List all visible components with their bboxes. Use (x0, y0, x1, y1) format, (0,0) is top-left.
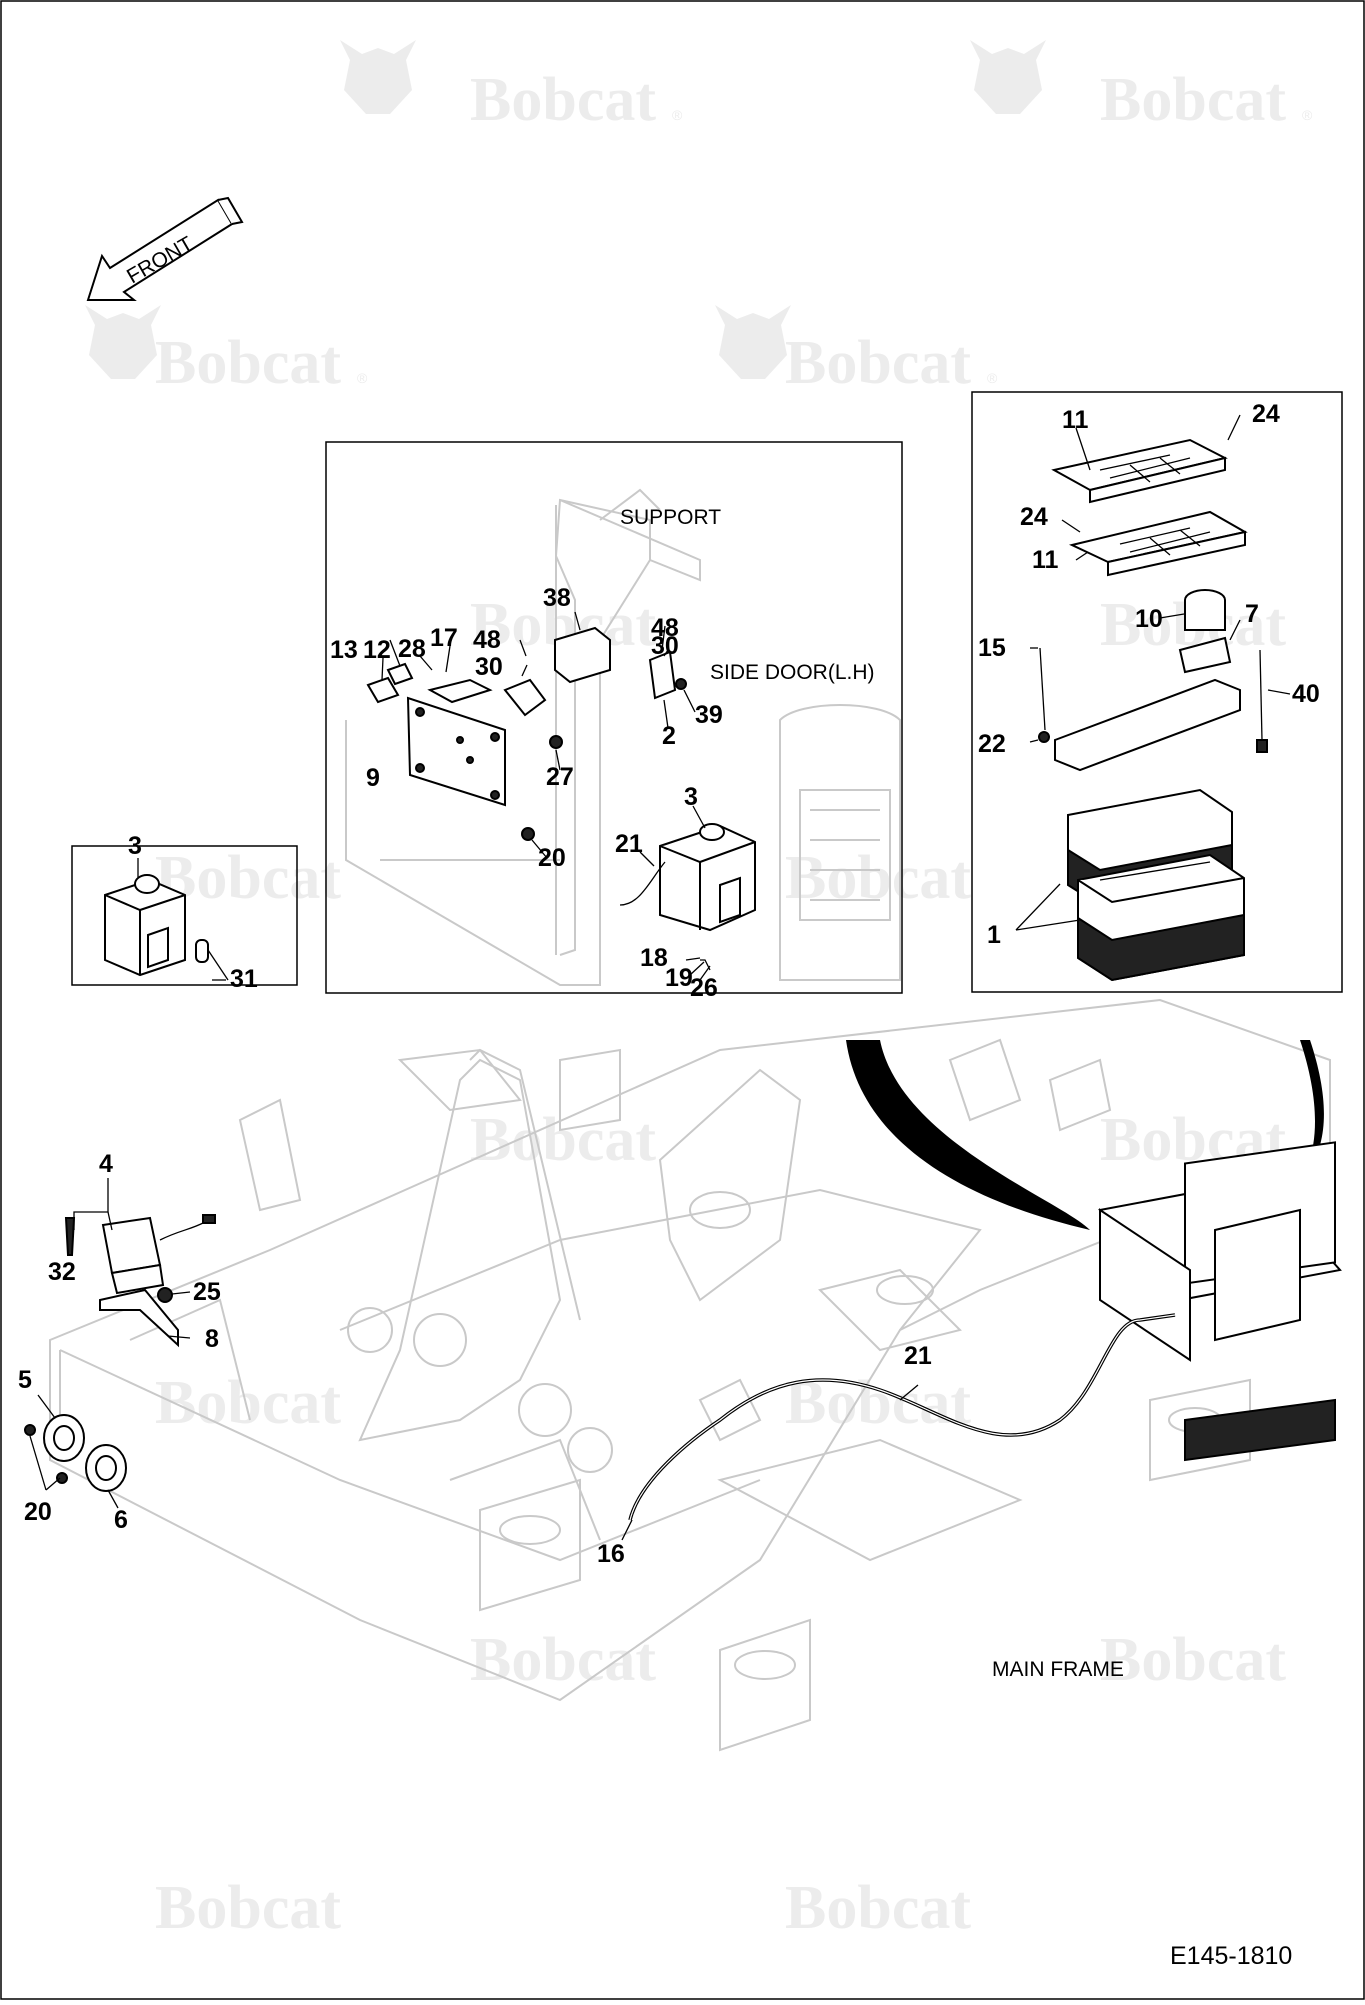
watermark-11: Bobcat (155, 1369, 341, 1437)
callout-4: 4 (99, 1150, 113, 1178)
watermark-reg: ® (357, 370, 368, 386)
callout-1: 1 (987, 921, 1001, 949)
watermark-text: Bobcat (785, 1874, 971, 1942)
mounted-battery-assembly (1098, 1141, 1342, 1462)
support-label: SUPPORT (620, 506, 721, 529)
watermark-8: Bobcat (785, 844, 971, 912)
side-door-label: SIDE DOOR(L.H) (710, 661, 875, 684)
callout-layer: 11 24 24 11 10 7 15 40 22 1 38 48 30 12 … (18, 400, 1320, 1568)
callout-18: 18 (640, 944, 668, 972)
callout-28: 28 (398, 635, 426, 663)
watermark-text: Bobcat (785, 329, 971, 397)
relay-30 (503, 678, 547, 717)
watermark-text: Bobcat (1100, 66, 1286, 134)
watermark-text: Bobcat (785, 844, 971, 912)
detail-box-washer-tank (71, 845, 298, 986)
watermark-reg: ® (1302, 107, 1313, 123)
callout-22: 22 (978, 730, 1006, 758)
watermark-layer: Bobcat ® Bobcat ® Bobcat ® Bobcat ® Bobc… (85, 40, 1313, 1942)
horn-assembly (24, 1414, 127, 1492)
callout-15: 15 (978, 634, 1006, 662)
callout-6: 6 (114, 1506, 128, 1534)
callout-2: 2 (662, 722, 676, 750)
callout-39: 39 (695, 701, 723, 729)
watermark-16: Bobcat (785, 1874, 971, 1942)
main-frame-leaders (29, 1178, 919, 1541)
callout-10: 10 (1135, 605, 1163, 633)
watermark-13: Bobcat (470, 1626, 656, 1694)
relay-plate-9 (406, 696, 506, 807)
watermark-7: Bobcat (155, 844, 341, 912)
callout-19: 19 (665, 964, 693, 992)
callout-16: 16 (597, 1540, 625, 1568)
watermark-15: Bobcat (155, 1874, 341, 1942)
watermark-text: Bobcat (470, 1626, 656, 1694)
watermark-reg: ® (672, 107, 683, 123)
callout-17: 17 (430, 624, 458, 652)
main-frame-outline (49, 998, 1331, 1752)
callout-38: 38 (543, 584, 571, 612)
bulb-32 (64, 1217, 76, 1256)
callout-20a: 20 (538, 844, 566, 872)
callout-30b: 30 (651, 632, 679, 660)
callout-24a: 24 (1252, 400, 1280, 428)
callout-48a: 48 (473, 626, 501, 654)
watermark-9: Bobcat (470, 1106, 656, 1174)
watermark-text: Bobcat (155, 1874, 341, 1942)
callout-40: 40 (1292, 680, 1320, 708)
callout-24b: 24 (1020, 503, 1048, 531)
watermark-text: Bobcat (155, 1369, 341, 1437)
callout-31: 31 (230, 965, 258, 993)
watermark-4: Bobcat ® (715, 305, 998, 397)
detail-box-battery-relay (325, 441, 903, 994)
relay-2 (648, 650, 677, 700)
callout-12: 12 (363, 636, 391, 664)
callout-25: 25 (193, 1278, 221, 1306)
detail-box-battery (971, 391, 1343, 993)
callout-3b: 3 (684, 783, 698, 811)
callout-9: 9 (366, 764, 380, 792)
callout-11a: 11 (1062, 406, 1089, 434)
watermark-14: Bobcat (1100, 1626, 1286, 1694)
lamp-bracket-8 (99, 1288, 179, 1348)
watermark-2: Bobcat ® (970, 40, 1313, 134)
watermark-text: Bobcat (470, 66, 656, 134)
callout-27: 27 (546, 763, 574, 791)
cover-38 (554, 626, 611, 684)
callout-5: 5 (18, 1366, 32, 1394)
relay-12 (386, 662, 414, 686)
drawing-code: E145-1810 (1170, 1942, 1292, 1970)
callout-11b: 11 (1032, 546, 1059, 574)
callout-30a: 30 (475, 653, 503, 681)
callout-48b: 48 (651, 614, 679, 642)
watermark-text: Bobcat (470, 1106, 656, 1174)
callout-3a: 3 (128, 832, 142, 860)
watermark-1: Bobcat ® (340, 40, 683, 134)
callout-26: 26 (690, 974, 718, 1002)
harness-21-frame-inner (629, 1314, 1176, 1521)
callout-13: 13 (330, 636, 358, 664)
callout-7: 7 (1245, 600, 1259, 628)
watermark-3: Bobcat ® (85, 305, 368, 397)
watermark-text: Bobcat (155, 844, 341, 912)
callout-8: 8 (205, 1325, 219, 1353)
battery-bracket-7 (1054, 678, 1241, 772)
watermark-text: Bobcat (155, 329, 341, 397)
callout-32: 32 (48, 1258, 76, 1286)
relay-13 (366, 676, 400, 704)
detail-swoosh-arc (846, 1040, 1090, 1230)
watermark-reg: ® (987, 370, 998, 386)
main-frame-label: MAIN FRAME (992, 1658, 1124, 1681)
watermark-text: Bobcat (1100, 1626, 1286, 1694)
callout-21a: 21 (615, 830, 643, 858)
work-lamp-assembly (64, 1214, 216, 1348)
callout-20b: 20 (24, 1498, 52, 1526)
front-arrow: FRONT (86, 196, 244, 301)
callout-21b: 21 (904, 1342, 932, 1370)
